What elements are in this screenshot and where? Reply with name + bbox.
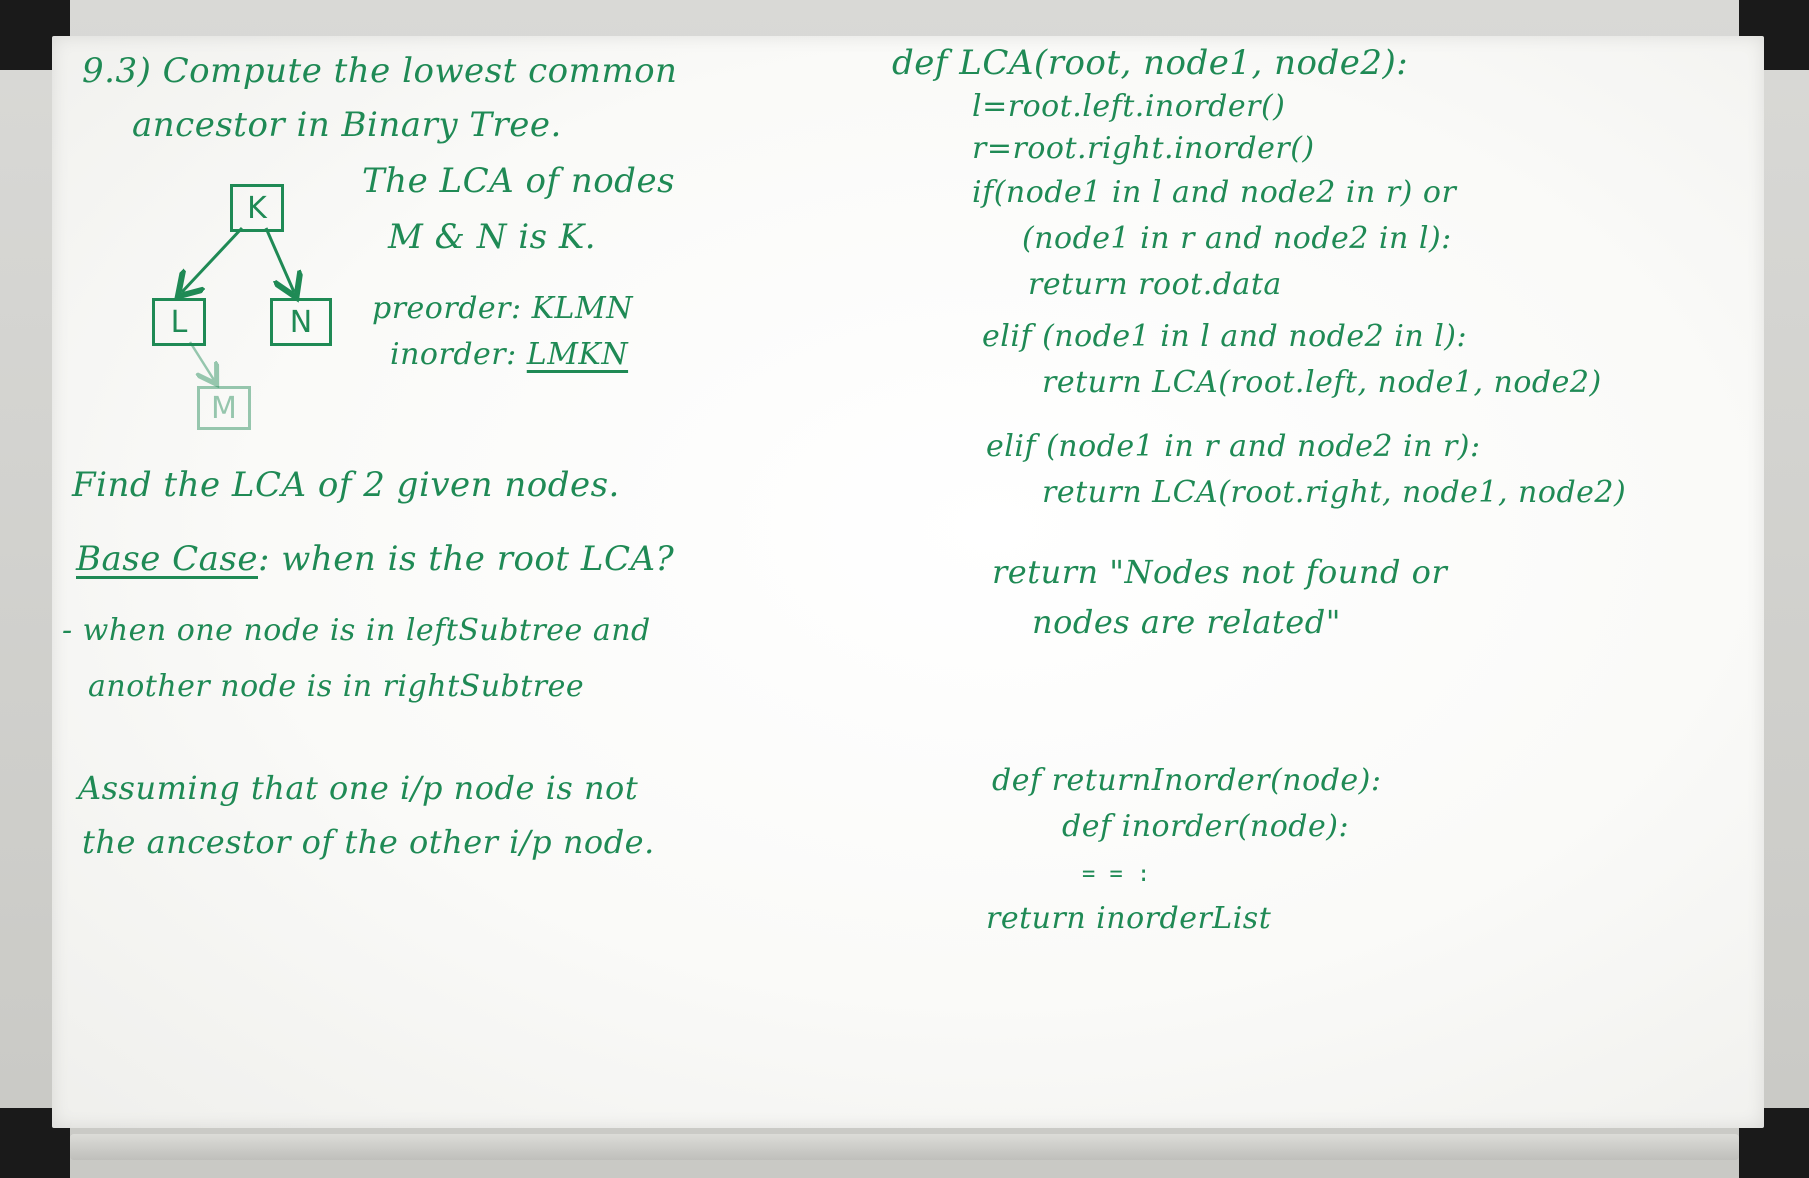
problem-title-line1: 9.3) Compute the lowest common [82, 51, 678, 91]
code-return-lca-right: return LCA(root.right, node1, node2) [1042, 475, 1627, 510]
when-line1: - when one node is in leftSubtree and [62, 613, 651, 648]
base-case-line: Base Case: when is the root LCA? [76, 542, 674, 576]
find-lca-text: Find the LCA of 2 given nodes. [72, 465, 620, 505]
edge-left-child [188, 341, 214, 380]
base-case-label: Base Case [76, 539, 258, 579]
code-def-return-inorder: def returnInorder(node): [992, 763, 1382, 798]
problem-title-line2: ancestor in Binary Tree. [132, 105, 562, 145]
code-elif-right: elif (node1 in r and node2 in r): [986, 429, 1481, 464]
edge-root-right [264, 227, 294, 292]
inorder-value: LMKN [526, 337, 629, 372]
tree-node-left-child: M [197, 386, 251, 430]
code-left-inorder: l=root.left.inorder() [972, 89, 1286, 124]
inorder-label: inorder: [390, 337, 527, 372]
code-return-lca-left: return LCA(root.left, node1, node2) [1042, 365, 1602, 400]
lca-statement-line2: M & N is K. [388, 217, 597, 257]
tree-edges [52, 226, 1764, 1128]
code-return-inorder-list: return inorderList [986, 901, 1272, 936]
code-def-lca: def LCA(root, node1, node2): [892, 43, 1409, 83]
code-return-not-found-line1: return "Nodes not found or [992, 553, 1448, 591]
code-def-inorder: def inorder(node): [1062, 809, 1350, 844]
code-if-line1: if(node1 in l and node2 in r) or [972, 175, 1457, 210]
code-if-line2: (node1 in r and node2 in l): [1022, 221, 1452, 256]
when-line2: another node is in rightSubtree [88, 669, 585, 704]
code-elif-left: elif (node1 in l and node2 in l): [982, 319, 1468, 354]
code-right-inorder: r=root.right.inorder() [972, 131, 1315, 166]
preorder-text: preorder: KLMN [372, 291, 633, 326]
code-ellipsis-marks: = = : [1082, 862, 1151, 887]
marker-tray [70, 1134, 1739, 1160]
edge-root-left [182, 226, 244, 292]
assume-line2: the ancestor of the other i/p node. [82, 823, 655, 861]
code-return-not-found-line2: nodes are related" [1032, 603, 1341, 641]
base-case-question: : when is the root LCA? [258, 539, 675, 579]
inorder-text: inorder: LMKN [390, 340, 628, 370]
code-return-root-data: return root.data [1028, 267, 1282, 302]
assume-line1: Assuming that one i/p node is not [78, 769, 639, 807]
whiteboard-surface: 9.3) Compute the lowest common ancestor … [52, 36, 1764, 1128]
tree-node-root: K [230, 184, 284, 232]
lca-statement-line1: The LCA of nodes [362, 161, 676, 201]
